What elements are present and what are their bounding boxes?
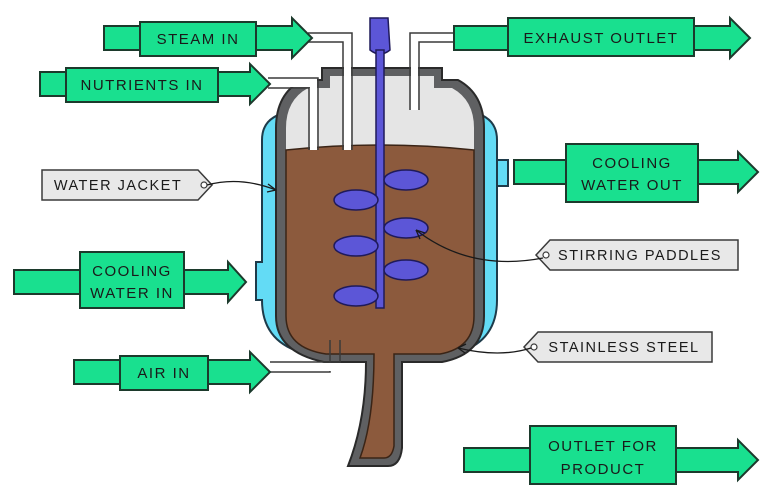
arrow-steam-in: STEAM IN bbox=[103, 15, 314, 61]
label-steam-in: STEAM IN bbox=[157, 31, 240, 48]
stirrer-handle bbox=[369, 17, 391, 55]
label-water-jacket: WATER JACKET bbox=[54, 178, 182, 194]
label-outlet-product-line1: OUTLET FOR bbox=[548, 438, 658, 455]
label-cooling-water-in-line2: WATER IN bbox=[90, 285, 174, 302]
label-air-in: AIR IN bbox=[137, 365, 190, 382]
stirrer-shaft bbox=[375, 49, 385, 309]
arrow-outlet-product: OUTLET FOR PRODUCT bbox=[463, 425, 760, 485]
stirring-paddle bbox=[383, 217, 429, 239]
arrow-nutrients-in: NUTRIENTS IN bbox=[39, 61, 272, 107]
stirring-paddle bbox=[383, 169, 429, 191]
stirring-paddle bbox=[333, 189, 379, 211]
arrow-cooling-water-out: COOLING WATER OUT bbox=[513, 143, 760, 203]
label-exhaust-outlet: EXHAUST OUTLET bbox=[524, 30, 679, 47]
inlet-pipes bbox=[268, 32, 454, 373]
label-nutrients-in: NUTRIENTS IN bbox=[81, 77, 204, 94]
label-stirring-paddles: STIRRING PADDLES bbox=[558, 248, 722, 264]
tag-water-jacket: WATER JACKET bbox=[41, 169, 277, 201]
stirring-paddle bbox=[333, 285, 379, 307]
arrow-air-in: AIR IN bbox=[73, 349, 272, 395]
stirring-paddle bbox=[383, 259, 429, 281]
label-cooling-water-in-line1: COOLING bbox=[92, 263, 172, 280]
arrow-cooling-water-in: COOLING WATER IN bbox=[13, 251, 248, 309]
label-stainless-steel: STAINLESS STEEL bbox=[548, 340, 699, 356]
tag-stirring-paddles: STIRRING PADDLES bbox=[415, 229, 739, 271]
pipe-interiors bbox=[268, 34, 454, 371]
arrow-exhaust-outlet: EXHAUST OUTLET bbox=[453, 15, 752, 61]
stirring-paddle bbox=[333, 235, 379, 257]
label-cooling-water-out-line1: COOLING bbox=[592, 155, 672, 172]
tag-stainless-steel: STAINLESS STEEL bbox=[457, 331, 713, 363]
label-outlet-product-line2: PRODUCT bbox=[561, 461, 646, 478]
label-cooling-water-out-line2: WATER OUT bbox=[581, 177, 683, 194]
